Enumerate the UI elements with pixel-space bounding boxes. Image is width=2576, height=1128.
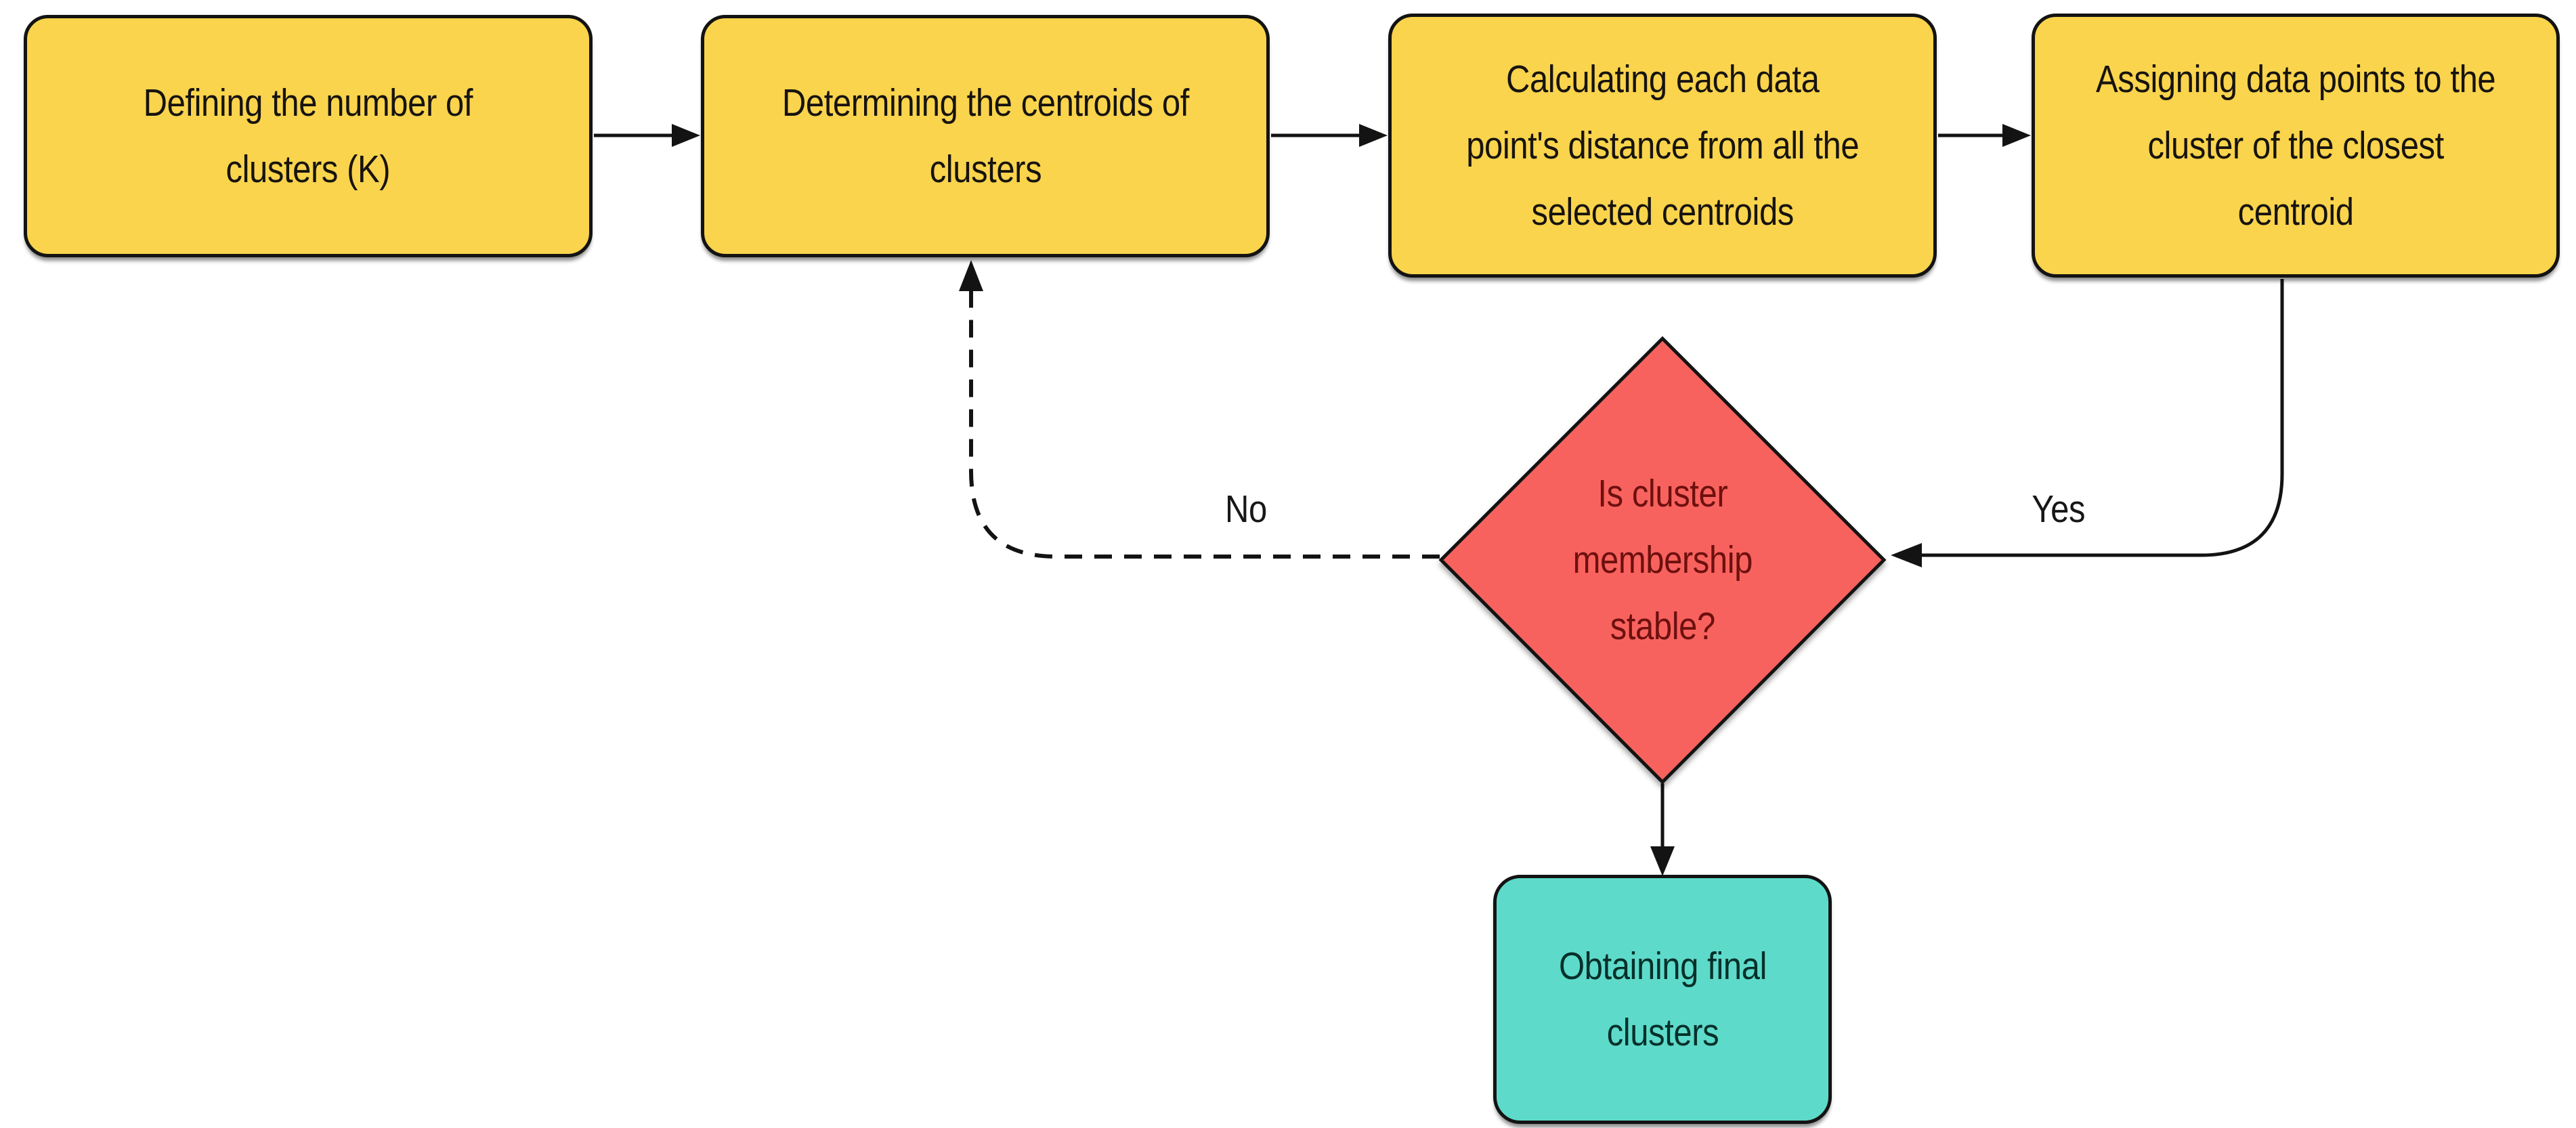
edge-label-no: No [1178,482,1314,536]
decision-diamond-shape [1438,336,1887,785]
node-step-4-label: Assigning data points to the cluster of … [2095,58,2496,234]
node-step-3-label: Calculating each data point's distance f… [1466,58,1859,234]
node-terminal-label: Obtaining final clusters [1558,945,1767,1054]
arrowhead-decision-terminal-icon [1650,846,1675,876]
node-step-3: Calculating each data point's distance f… [1388,14,1937,278]
node-step-2: Determining the centroids of clusters [701,15,1270,257]
arrowhead-step2-step3-icon [1359,124,1388,147]
edge-decision-step2-no [969,271,1440,559]
edge-label-yes-text: Yes [2032,487,2086,531]
arrowhead-no-icon [959,260,983,291]
node-step-2-label: Determining the centroids of clusters [781,81,1189,191]
decision-label: Is cluster membership stable? [1572,472,1753,648]
arrowhead-step3-step4-icon [2002,124,2031,147]
decision-node: Is cluster membership stable? [1493,425,1832,695]
arrowhead-yes-icon [1891,543,1922,567]
node-terminal: Obtaining final clusters [1493,875,1832,1124]
edge-label-yes: Yes [1991,482,2126,536]
arrowhead-step1-step2-icon [672,124,700,147]
node-step-1: Defining the number of clusters (K) [24,15,593,257]
edge-label-no-text: No [1225,487,1267,531]
node-step-1-label: Defining the number of clusters (K) [143,81,473,191]
edge-step4-decision-yes [1896,279,2284,557]
node-step-4: Assigning data points to the cluster of … [2032,14,2560,278]
